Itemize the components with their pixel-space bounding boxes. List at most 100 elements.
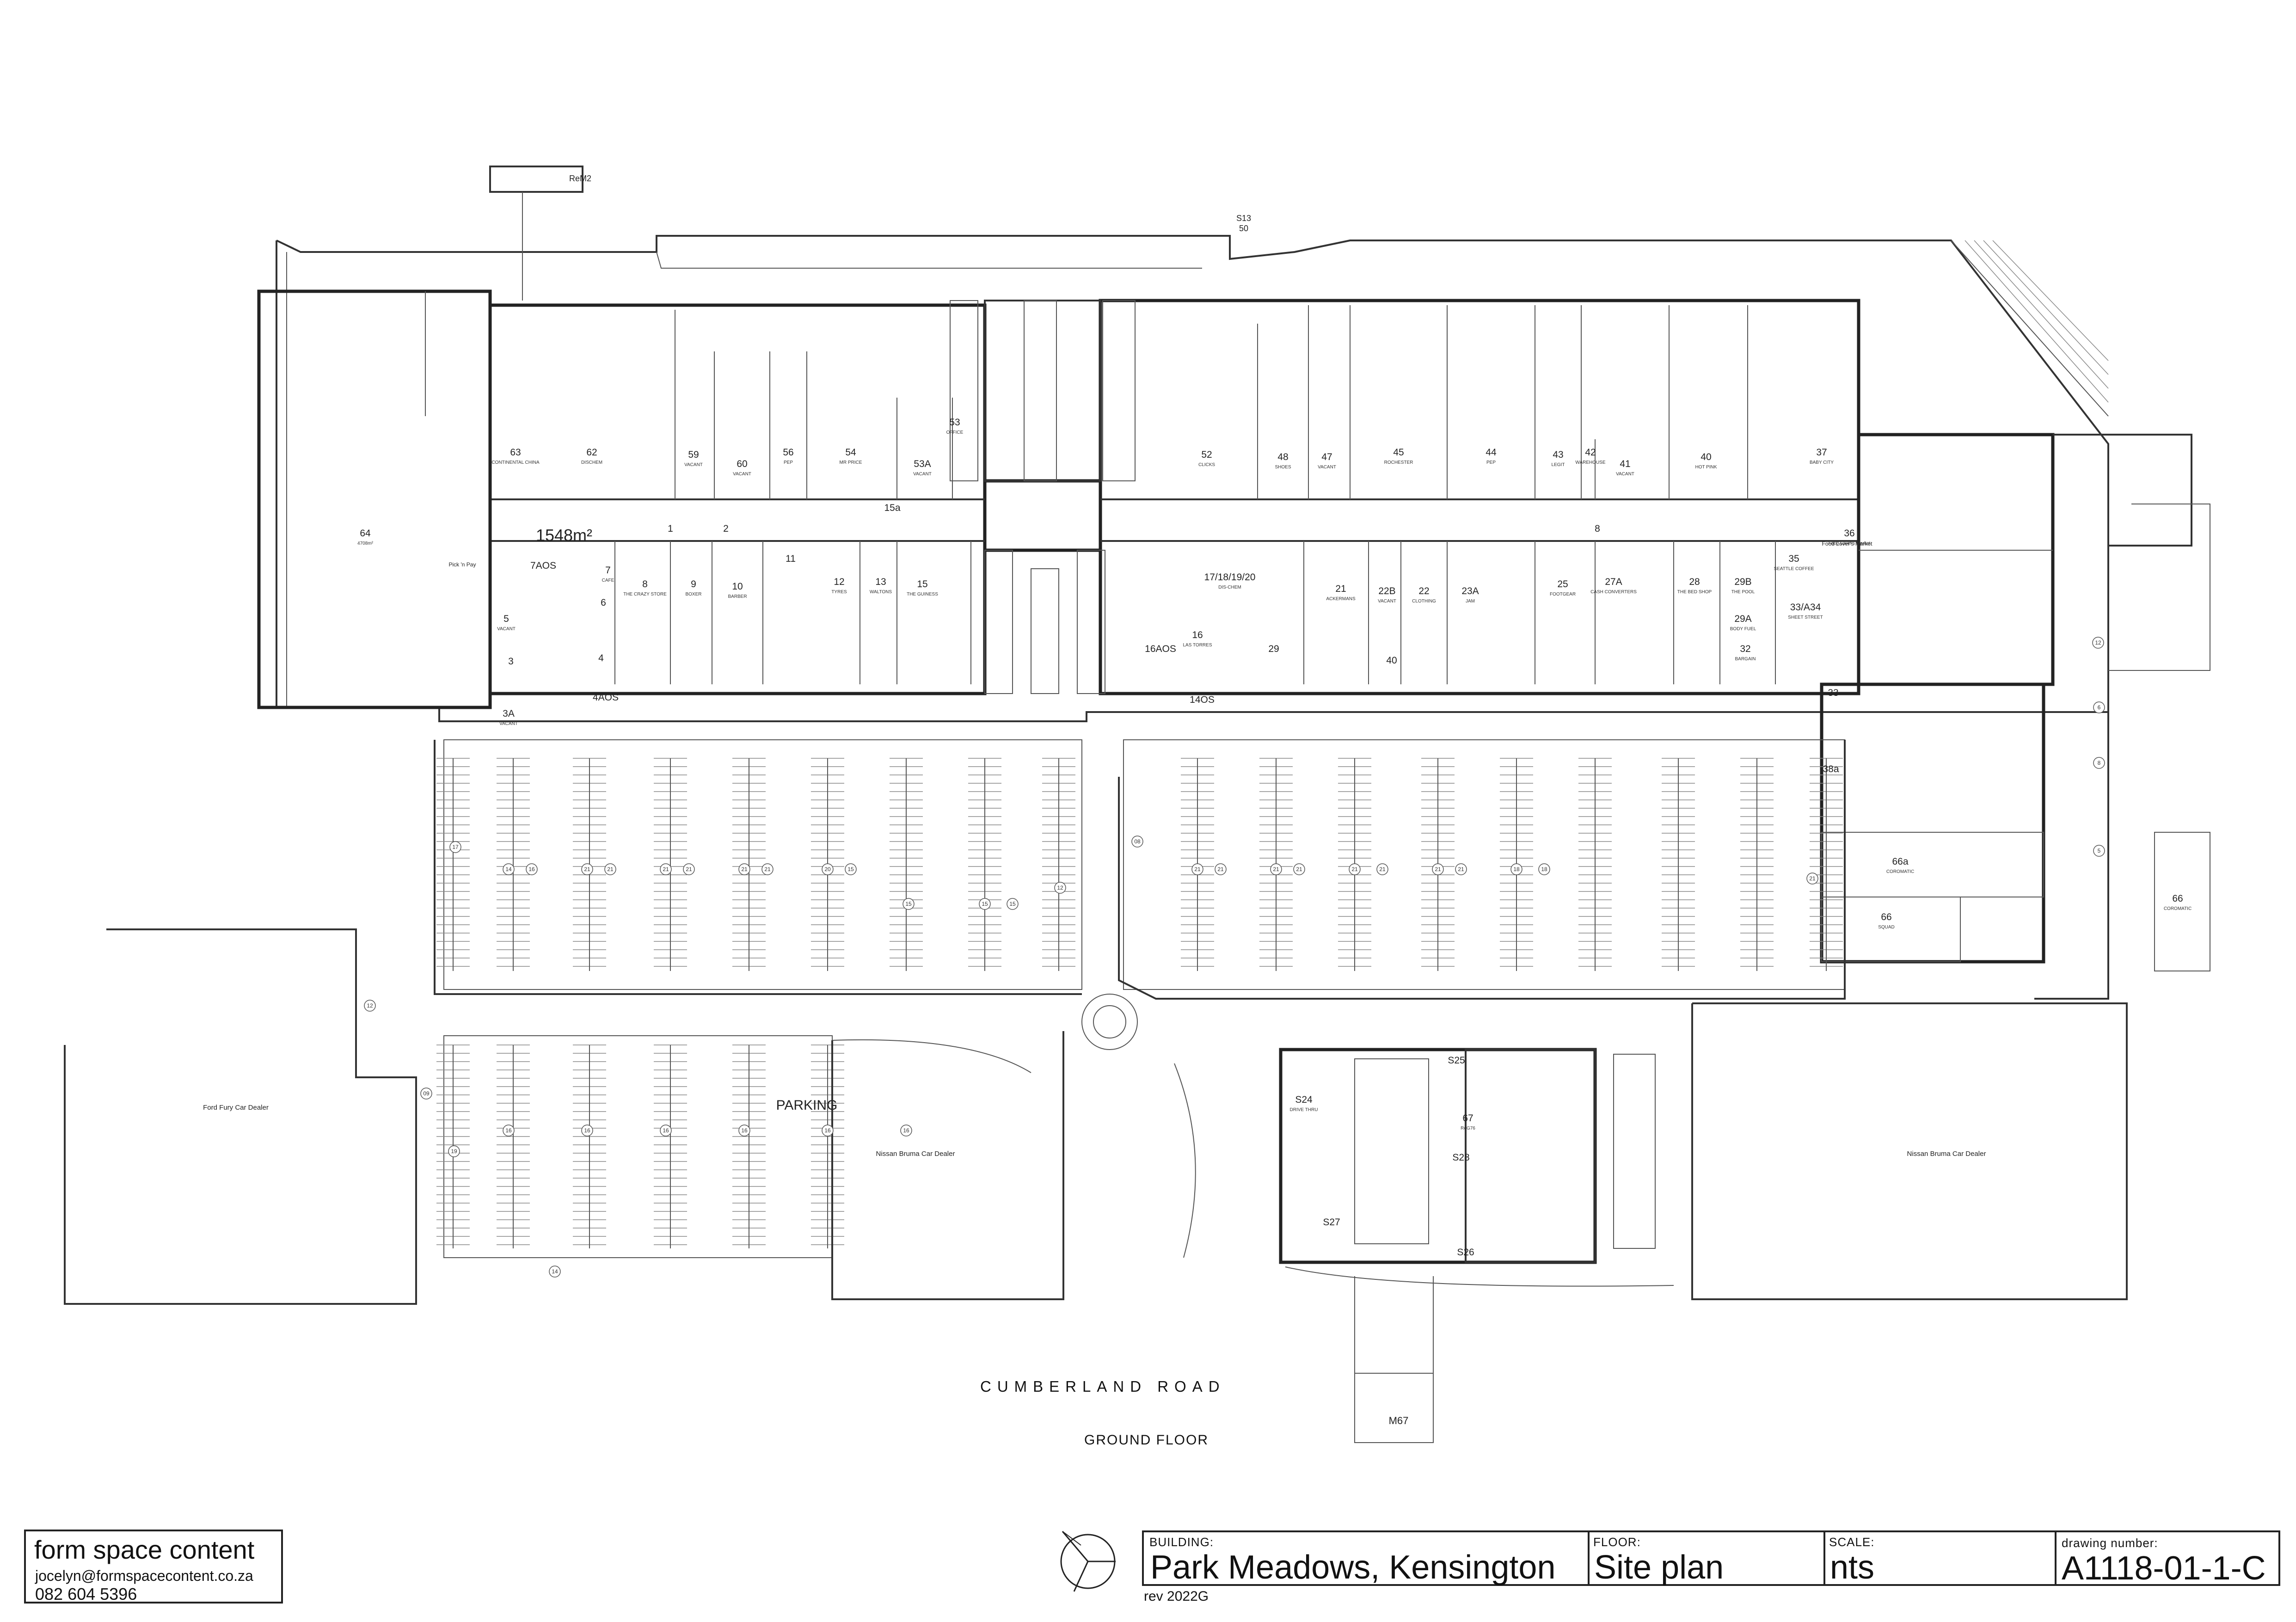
unit-number: 10	[732, 581, 743, 592]
unit-tenant: CONTINENTAL CHINA	[491, 460, 540, 465]
unit-tenant: ROCHESTER	[1384, 460, 1413, 465]
unit-tenant: OFFICE	[946, 430, 964, 435]
unit-number: S24	[1295, 1094, 1313, 1105]
unit-tenant: VACANT	[497, 627, 516, 632]
unit-tenant: MR PRICE	[840, 460, 862, 465]
bay-count: 8	[2098, 760, 2101, 766]
unit-number: 13	[875, 577, 886, 587]
unit-tenant: WAREHOUSE	[1575, 460, 1606, 465]
mall-building	[259, 291, 2210, 971]
unit-tenant: SEATTLE COFFEE	[1774, 566, 1814, 571]
unit-number: 66	[2172, 893, 2183, 904]
unit-number: 62	[586, 447, 597, 458]
bay-marker	[1432, 864, 1443, 875]
dealer-label: Ford Fury Car Dealer	[203, 1104, 269, 1112]
unit-number: 25	[1557, 579, 1568, 590]
bay-count: 14	[552, 1268, 558, 1275]
bay-marker	[660, 1125, 671, 1136]
bay-count: 21	[1435, 866, 1441, 872]
bay-marker	[1132, 836, 1143, 847]
unit-number: 4AOS	[593, 692, 619, 703]
unit-number: 11	[786, 553, 796, 564]
unit-tenant: 4708m²	[357, 541, 374, 546]
unit-number: 27A	[1605, 577, 1622, 587]
bay-count: 16	[505, 1127, 512, 1134]
bay-marker	[1192, 864, 1203, 875]
unit-number: 22B	[1378, 586, 1395, 596]
unit-number: 43	[1553, 449, 1563, 460]
bay-marker	[1294, 864, 1305, 875]
unit-number: 53	[949, 417, 960, 428]
unit-tenant: THE POOL	[1731, 590, 1755, 595]
parking-field	[435, 740, 1845, 1258]
unit-tenant: VACANT	[1318, 465, 1336, 470]
unit-tenant: VACANT	[913, 472, 932, 477]
title-block: BUILDING: Park Meadows, Kensington FLOOR…	[1142, 1530, 2280, 1586]
bay-count: 21	[1296, 866, 1302, 872]
unit-number: 38a	[1823, 764, 1839, 774]
central-entrance	[950, 301, 1137, 1050]
store-label: Food Lover's Market	[1822, 541, 1872, 547]
bay-marker	[549, 1266, 560, 1277]
unit-tenant: BARBER	[728, 594, 747, 599]
bay-count: 21	[1458, 866, 1464, 872]
unit-number: 44	[1486, 447, 1497, 458]
bay-count: 21	[1809, 875, 1816, 882]
bay-count: 21	[741, 866, 748, 872]
bay-count: 12	[1057, 885, 1063, 891]
unit-number: 15a	[884, 503, 900, 513]
firm-email[interactable]: jocelyn@formspacecontent.co.za	[35, 1567, 253, 1584]
unit-tenant: CASH CONVERTERS	[1590, 590, 1637, 595]
unit-tenant: CLOTHING	[1412, 599, 1436, 604]
bay-marker	[503, 864, 514, 875]
bay-count: 21	[764, 866, 771, 872]
bay-count: 21	[1273, 866, 1279, 872]
unit-tenant: VACANT	[733, 472, 751, 477]
bay-count: 21	[686, 866, 692, 872]
unit-number: 3	[508, 656, 514, 667]
floor-value: Site plan	[1594, 1549, 1724, 1586]
unit-number: 56	[783, 447, 793, 458]
bay-marker	[2093, 757, 2105, 768]
unit-tenant: SHEET STREET	[1788, 615, 1823, 620]
site-boundary	[276, 236, 2108, 999]
unit-tenant: Food Lover's Market	[1829, 541, 1871, 546]
unit-number: 53A	[914, 459, 931, 469]
revision: rev 2022G	[1144, 1589, 1209, 1604]
unit-number: 29	[1268, 644, 1279, 654]
unit-number: 8	[1595, 523, 1600, 534]
bay-marker	[2093, 637, 2104, 648]
dealer-label: Nissan Bruma Car Dealer	[876, 1150, 955, 1158]
unit-tenant: THE GUINESS	[907, 592, 938, 597]
bay-marker	[582, 864, 593, 875]
scale-label: SCALE:	[1829, 1535, 1875, 1549]
unit-number: 17/18/19/20	[1204, 572, 1256, 583]
bay-count: 21	[1351, 866, 1358, 872]
bay-count: 6	[2098, 704, 2101, 711]
unit-number: 33	[1828, 688, 1838, 698]
unit-number: 2	[723, 523, 729, 534]
unit-tenant: THE CRAZY STORE	[623, 592, 667, 597]
bay-count: 09	[423, 1090, 430, 1097]
unit-tenant: WALTONS	[870, 590, 892, 595]
bay-marker	[1377, 864, 1388, 875]
bay-marker	[1055, 882, 1066, 893]
unit-number: 66	[1881, 912, 1891, 922]
firm-box: form space content jocelyn@formspacecont…	[24, 1530, 283, 1604]
unit-number: 12	[834, 577, 844, 587]
unit-tenant: VACANT	[499, 721, 518, 726]
unit-number: 64	[360, 528, 371, 539]
north-kiosk	[490, 166, 583, 301]
bay-marker	[1215, 864, 1226, 875]
unit-number: S25	[1448, 1055, 1465, 1066]
area-label: 1548m²	[536, 526, 592, 545]
bay-marker	[421, 1088, 432, 1099]
bay-marker	[1511, 864, 1522, 875]
unit-number: 21	[1335, 584, 1346, 594]
floor-label: FLOOR:	[1593, 1535, 1641, 1549]
unit-tenant: BOXER	[685, 592, 701, 597]
unit-number: 42	[1585, 447, 1596, 458]
building-label: BUILDING:	[1149, 1535, 1214, 1549]
unit-number: 67	[1462, 1113, 1473, 1124]
